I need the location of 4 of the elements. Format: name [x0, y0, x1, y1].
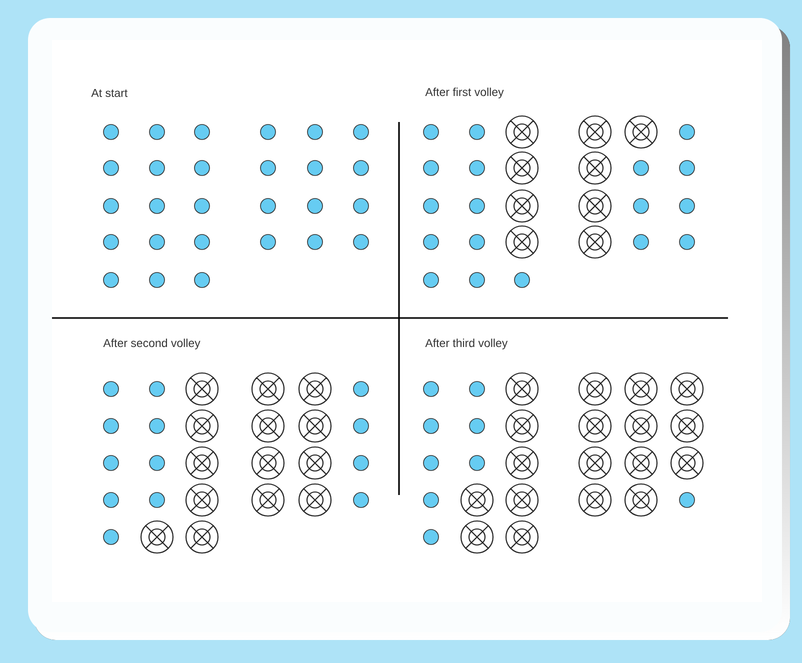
panel-label: After first volley — [425, 88, 504, 98]
panel-label: After third volley — [425, 338, 508, 350]
panel-label: At start — [91, 89, 128, 97]
panel-label: After second volley — [103, 338, 200, 350]
